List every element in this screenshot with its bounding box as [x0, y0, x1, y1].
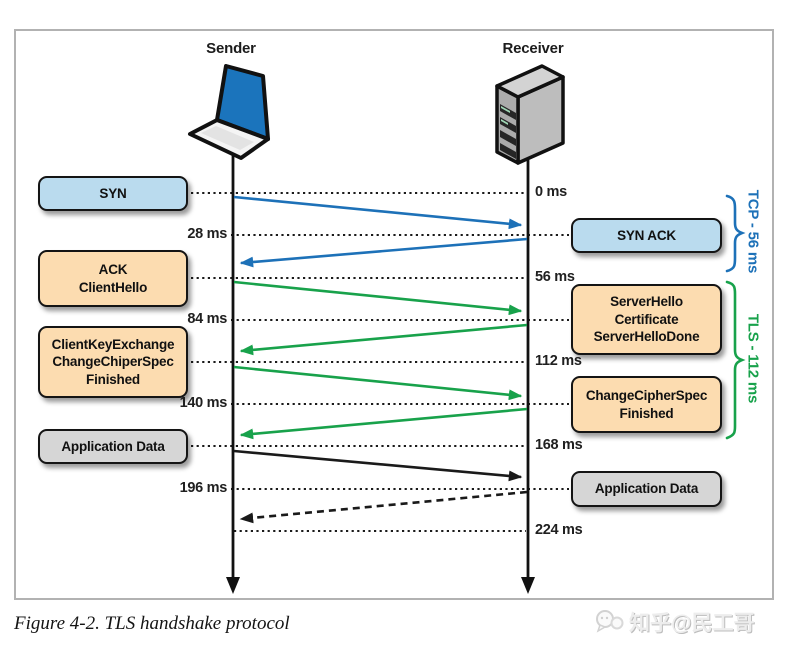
serverhello-box: ServerHello Certificate ServerHelloDone: [571, 284, 722, 355]
laptop-keyboard: [201, 126, 254, 150]
arrow-clienthello: [233, 280, 523, 316]
laptop-icon: [188, 64, 270, 160]
time-label-28ms: 28 ms: [187, 226, 227, 242]
time-label-56ms: 56 ms: [535, 269, 575, 285]
time-label-140ms: 140 ms: [179, 395, 228, 411]
application-data-left-box: Application Data: [38, 429, 188, 464]
chat-bubbles-icon: [596, 610, 624, 633]
tls-phase-label: TLS - 112 ms: [744, 313, 762, 404]
arrow-clientkeyexchange: [233, 365, 523, 401]
sender-lifeline: [226, 150, 240, 594]
time-label-196ms: 196 ms: [179, 480, 228, 496]
arrow-synack: [239, 237, 528, 268]
receiver-lifeline-arrowhead: [521, 577, 535, 594]
tcp-phase-label: TCP - 56 ms: [744, 189, 762, 274]
changecipherspec-box: ChangeCipherSpec Finished: [571, 376, 722, 433]
time-label-224ms: 224 ms: [535, 522, 583, 538]
arrow-syn: [233, 195, 523, 230]
sender-label: Sender: [206, 40, 256, 57]
server-led-lights: [501, 106, 510, 125]
clientkeyexchange-box: ClientKeyExchange ChangeChiperSpec Finis…: [38, 326, 188, 398]
time-label-84ms: 84 ms: [187, 311, 227, 327]
sender-lifeline-arrowhead: [226, 577, 240, 594]
receiver-label: Receiver: [502, 40, 564, 57]
tcp-brace: [725, 194, 746, 273]
receiver-lifeline: [521, 160, 535, 594]
time-label-0ms: 0 ms: [535, 184, 567, 200]
synack-box: SYN ACK: [571, 218, 722, 253]
ack-clienthello-box: ACK ClientHello: [38, 250, 188, 307]
arrow-application-data: [233, 449, 523, 482]
watermark: 知乎@民工哥: [594, 607, 754, 637]
server-icon: [495, 64, 565, 165]
timeline-gridlines: [191, 191, 569, 533]
application-data-right-box: Application Data: [571, 471, 722, 507]
time-label-112ms: 112 ms: [535, 353, 582, 369]
message-arrows: [233, 195, 528, 524]
arrow-serverhello: [239, 323, 528, 356]
server-top-face: [495, 64, 565, 99]
time-label-168ms: 168 ms: [535, 437, 583, 453]
tls-brace: [725, 280, 746, 440]
watermark-text: 知乎@民工哥: [629, 612, 755, 635]
arrow-application-data-return: [239, 490, 528, 524]
syn-box: SYN: [38, 176, 188, 211]
arrow-changecipherspec: [239, 407, 528, 440]
figure-caption: Figure 4-2. TLS handshake protocol: [14, 613, 290, 634]
server-drive-slots: [500, 104, 516, 159]
